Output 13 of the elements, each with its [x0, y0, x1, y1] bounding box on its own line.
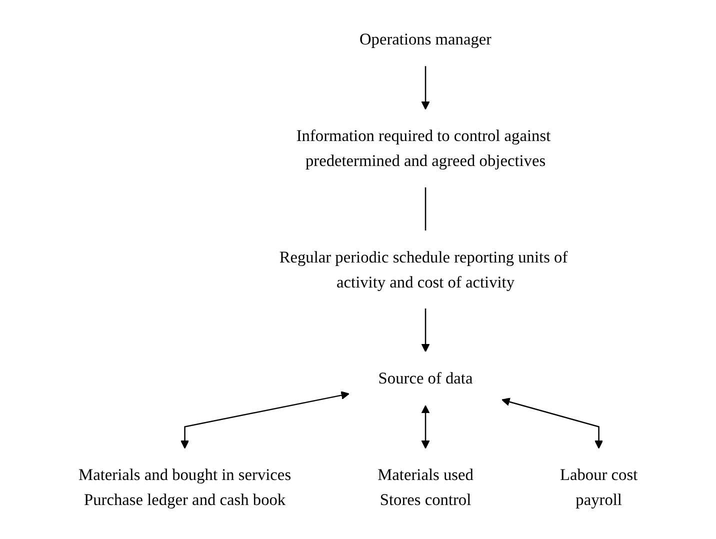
connector [424, 187, 426, 231]
node-text: Source of data [378, 369, 473, 388]
node-text: Information required to control against predetermined and agreed objectives [296, 126, 551, 170]
node-text: Regular periodic schedule reporting units of activity and cost of activity [279, 248, 568, 291]
node-text: Materials used Stores control [378, 466, 474, 508]
node-text: Operations manager [359, 30, 492, 48]
arrow [421, 66, 430, 110]
arrow [180, 391, 350, 449]
node-text: Materials and bought in services Purchase ledger and cash book [78, 466, 291, 508]
node-text: Labour cost payroll [560, 466, 638, 508]
arrow [421, 308, 430, 352]
arrow [421, 405, 430, 449]
arrow [502, 398, 603, 449]
